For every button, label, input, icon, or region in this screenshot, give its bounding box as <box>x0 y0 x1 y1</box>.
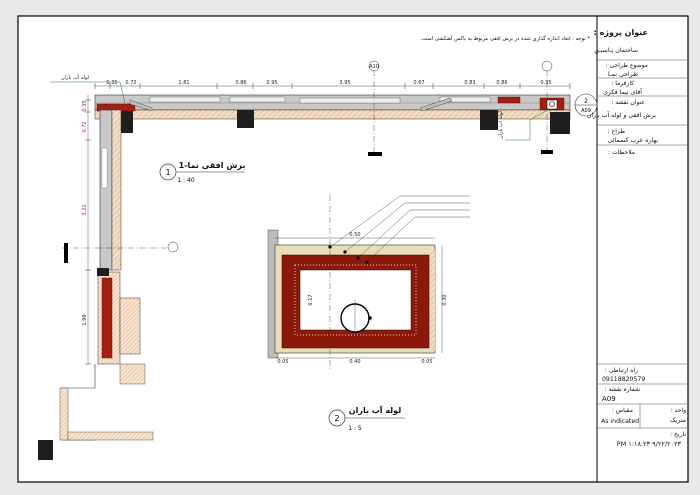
view2-title: لوله آب باران <box>349 405 401 415</box>
view1-plan: 0.35 0.72 1.81 0.86 0.95 3.95 0.67 0.83 … <box>38 60 598 460</box>
view2-scale: 1 : 5 <box>348 425 362 432</box>
drawing-number: A09 <box>602 395 616 403</box>
title-block-lines <box>597 59 688 429</box>
view2-dim-left: 0.17 <box>308 294 314 305</box>
view2-detail: 0.50 0.05 0.40 0.05 0.30 0.17 2 لوله آب … <box>267 195 470 432</box>
dim-top-1: 0.35 <box>106 80 117 86</box>
contact-label: راه ارتباطی : <box>604 367 638 374</box>
detail-callout-sheet: A09 <box>581 108 591 114</box>
rain-pipe-label-1: لوله آب باران <box>61 74 89 81</box>
view1-number: 1 <box>165 168 170 177</box>
dim-left-2: 0.72 <box>82 121 88 132</box>
dim-top-10: 0.35 <box>540 80 551 86</box>
view2-dim-bottom-2: 0.40 <box>349 359 360 365</box>
drawing-number-label: شماره نقشه : <box>604 386 640 393</box>
employer: آقای نیما فکری <box>602 89 642 96</box>
dim-top-5: 0.95 <box>266 80 277 86</box>
designer-label: طراح : <box>607 128 625 135</box>
dim-left-3: 3.22 <box>82 204 88 215</box>
dim-top-4: 0.86 <box>235 80 246 86</box>
view2-number: 2 <box>334 414 339 423</box>
dim-left-4: 1.99 <box>82 314 88 325</box>
dim-top-2: 0.72 <box>125 80 136 86</box>
detail-callout-number: 2 <box>584 98 588 105</box>
design-subject: طراحی نمـا <box>607 71 638 78</box>
date-label: تاریخ : <box>670 431 686 438</box>
drawing-title: برش افقی و لوله آب باران <box>586 112 656 119</box>
dim-top-9: 0.86 <box>496 80 507 86</box>
view1-title: برش افقی نما-1 <box>179 161 246 171</box>
drawing-title-label: عنوان نقشه : <box>611 99 645 106</box>
date-value: PM ۱:۱۸:۲۳ ۹/۲۲/۲۰۲۳ <box>616 440 681 448</box>
dim-top-7: 0.67 <box>413 80 424 86</box>
dim-top-6: 3.95 <box>339 80 350 86</box>
unit-label: واحد : <box>670 407 686 414</box>
scale-value: As indicated <box>601 418 640 425</box>
contact: 09118820579 <box>602 376 646 383</box>
design-subject-label: موضوع طراحی : <box>605 62 648 69</box>
project-title-label: عنوان پروژه : <box>593 28 648 37</box>
scale-label: مقیاس : <box>611 407 633 414</box>
view2-dim-bottom-3: 0.05 <box>421 359 432 365</box>
dim-left-1: 0.35 <box>82 100 88 111</box>
dim-top-3: 1.81 <box>178 80 189 86</box>
rain-pipe-label-2: لوله آب باران <box>497 111 504 139</box>
view2-dim-top: 0.50 <box>349 232 360 238</box>
employer-label: کارفرما : <box>611 80 634 87</box>
section-marker-left <box>62 241 179 263</box>
section-sheet-ref: A10 <box>369 64 379 70</box>
dim-top-8: 0.83 <box>464 80 475 86</box>
view2-dim-bottom-1: 0.05 <box>277 359 288 365</box>
view2-dim-right: 0.30 <box>442 294 448 305</box>
unit: متریک <box>670 417 686 424</box>
project-name: ساختمان پـاسیـن <box>594 47 638 54</box>
view1-scale: 1 : 40 <box>177 177 194 184</box>
section-marker-top-1: A10 <box>368 60 382 156</box>
drawing-note: * توجه : ابعاد اندازه گذاری شده در برش ا… <box>420 36 590 42</box>
notes-label: ملاحظات : <box>608 149 635 156</box>
designer: بهاره عرب کسمائی <box>607 137 658 144</box>
section-marker-top-2 <box>541 60 553 155</box>
